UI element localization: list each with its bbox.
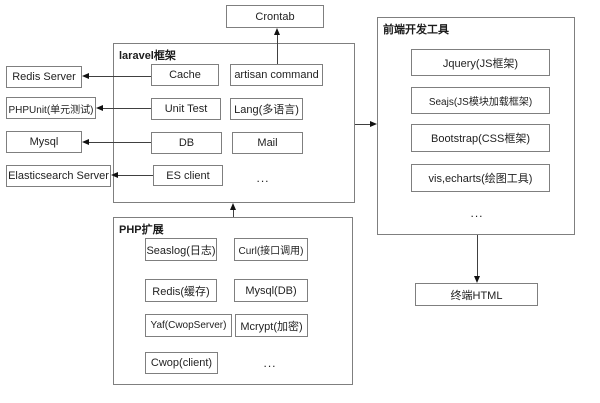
- node-cwop: Cwop(client): [145, 352, 218, 374]
- arrow-line: [277, 35, 278, 64]
- arrowhead-left-icon: [82, 138, 89, 145]
- arrowhead-left-icon: [96, 104, 103, 111]
- arrow-line: [89, 76, 151, 77]
- arrowhead-down-icon: [473, 276, 480, 283]
- node-es-client: ES client: [153, 165, 223, 186]
- node-mysql: Mysql: [6, 131, 82, 153]
- node-curl: Curl(接口调用): [234, 238, 308, 261]
- group-laravel-title: laravel框架: [119, 50, 176, 62]
- node-mail: Mail: [232, 132, 303, 154]
- node-artisan-command: artisan command: [230, 64, 323, 86]
- arrowhead-left-icon: [111, 171, 118, 178]
- node-redis-ext: Redis(缓存): [145, 279, 217, 302]
- group-frontend-title: 前端开发工具: [383, 24, 449, 36]
- arrow-line: [355, 124, 370, 125]
- node-lang: Lang(多语言): [230, 98, 303, 120]
- arrowhead-right-icon: [370, 120, 377, 127]
- node-seaslog: Seaslog(日志): [145, 238, 217, 261]
- node-jquery: Jquery(JS框架): [411, 49, 550, 76]
- frontend-more-ellipsis: ...: [470, 206, 484, 220]
- node-mysql-ext: Mysql(DB): [234, 279, 308, 302]
- node-redis-server: Redis Server: [6, 66, 82, 88]
- arrowhead-up-icon: [273, 28, 280, 35]
- node-bootstrap: Bootstrap(CSS框架): [411, 124, 550, 152]
- node-terminal-html: 终端HTML: [415, 283, 538, 306]
- php-more-ellipsis: ...: [263, 356, 277, 370]
- node-yaf: Yaf(CwopServer): [145, 314, 232, 337]
- node-elasticsearch-server: Elasticsearch Server: [6, 165, 111, 187]
- node-crontab: Crontab: [226, 5, 324, 28]
- arrow-line: [89, 142, 151, 143]
- group-php-title: PHP扩展: [119, 224, 164, 236]
- node-db: DB: [151, 132, 222, 154]
- node-mcrypt: Mcrypt(加密): [235, 314, 308, 337]
- node-cache: Cache: [151, 64, 219, 86]
- laravel-more-ellipsis: ...: [256, 171, 270, 185]
- arrowhead-left-icon: [82, 72, 89, 79]
- node-phpunit: PHPUnit(单元测试): [6, 97, 96, 119]
- arrow-line: [477, 235, 478, 276]
- node-vis-echarts: vis,echarts(绘图工具): [411, 164, 550, 192]
- node-seajs: Seajs(JS模块加载框架): [411, 87, 550, 114]
- arrow-line: [233, 210, 234, 217]
- arrow-line: [118, 175, 153, 176]
- arrow-line: [103, 108, 151, 109]
- arrowhead-up-icon: [229, 203, 236, 210]
- node-unit-test: Unit Test: [151, 98, 221, 120]
